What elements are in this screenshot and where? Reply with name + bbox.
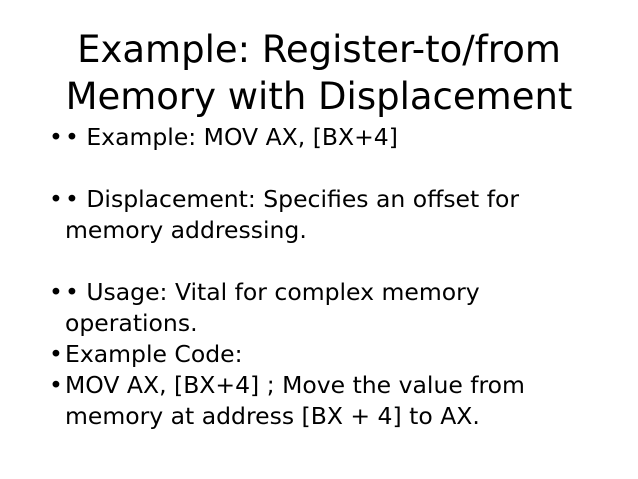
- bullet-dot-icon: •: [49, 185, 63, 213]
- bullet-item-displacement: • • Displacement: Specifies an offset fo…: [49, 184, 619, 246]
- bullet-item-example: • • Example: MOV AX, [BX+4]: [49, 122, 619, 153]
- bullet-dot-icon: •: [49, 340, 63, 368]
- bullet-dot-icon: •: [49, 278, 63, 306]
- slide-title-line-2: Memory with Displacement: [65, 75, 573, 118]
- bullet-text: Example Code:: [65, 340, 243, 368]
- bullet-text: MOV AX, [BX+4] ; Move the value from mem…: [65, 371, 525, 430]
- bullet-item-usage: • • Usage: Vital for complex memory oper…: [49, 277, 619, 339]
- slide-title: Example: Register-to/from Memory with Di…: [20, 26, 618, 120]
- bullet-item-example-code: • Example Code:: [49, 339, 619, 370]
- bullet-dot-icon: •: [49, 371, 63, 399]
- bullet-text: • Displacement: Specifies an offset for …: [65, 185, 520, 244]
- slide-title-line-1: Example: Register-to/from: [77, 28, 561, 71]
- bullet-item-code-line: • MOV AX, [BX+4] ; Move the value from m…: [49, 370, 619, 432]
- bullet-dot-icon: •: [49, 123, 63, 151]
- bullet-list: • • Example: MOV AX, [BX+4] • • Displace…: [49, 122, 619, 432]
- bullet-text: • Usage: Vital for complex memory operat…: [65, 278, 480, 337]
- bullet-text: • Example: MOV AX, [BX+4]: [65, 123, 398, 151]
